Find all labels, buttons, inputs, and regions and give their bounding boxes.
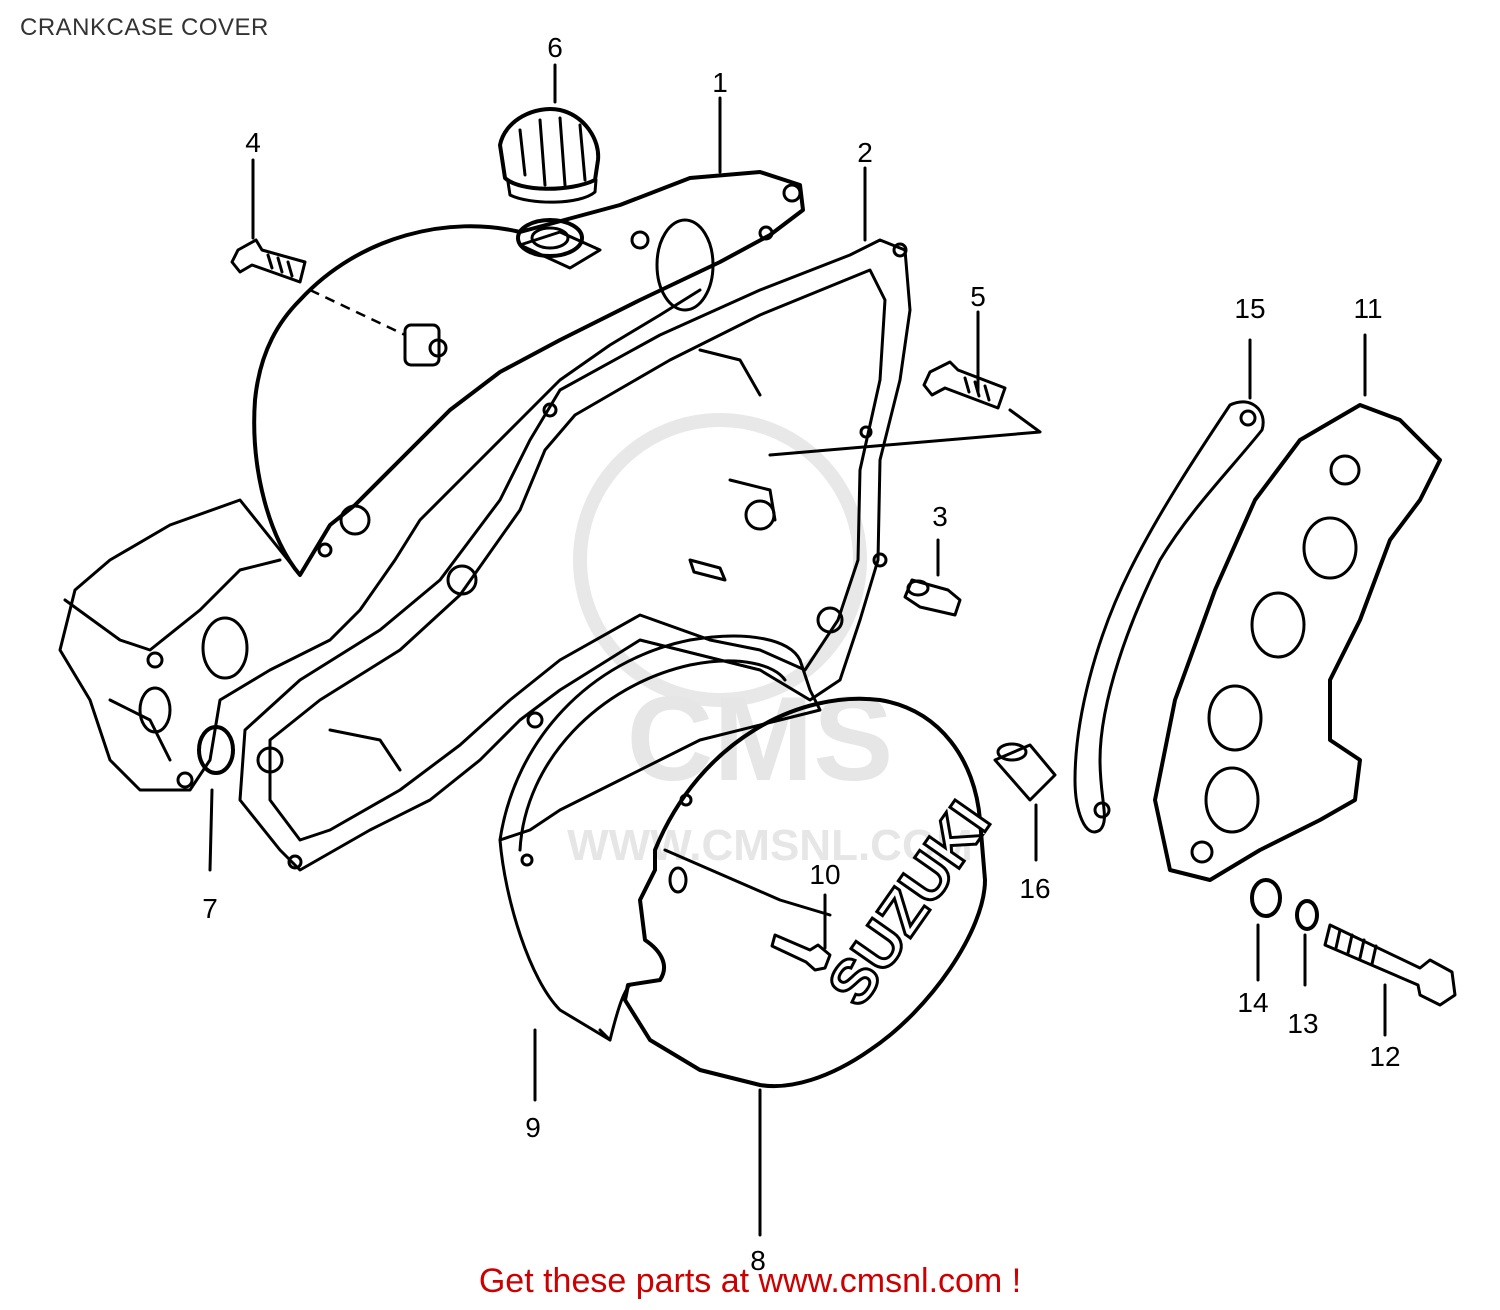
callout-6[interactable]: 6 [547, 32, 563, 63]
watermark: CMS WWW.CMSNL.COM [567, 413, 973, 870]
callout-labels: 1 2 3 4 5 6 7 8 9 10 11 12 13 14 15 16 [202, 32, 1400, 1276]
part-6-oil-cap[interactable] [498, 63, 601, 258]
part-10-screw[interactable] [770, 893, 832, 972]
callout-9[interactable]: 9 [525, 1112, 541, 1143]
callout-14[interactable]: 14 [1237, 987, 1268, 1018]
part-12-bolt[interactable] [1323, 923, 1457, 1037]
page-title: CRANKCASE COVER [20, 14, 269, 41]
callout-11[interactable]: 11 [1353, 293, 1382, 324]
part-14-washer[interactable] [1250, 878, 1282, 982]
callout-15[interactable]: 15 [1234, 293, 1265, 324]
callout-16[interactable]: 16 [1019, 873, 1050, 904]
shop-link[interactable]: Get these parts at www.cmsnl.com ! [478, 1262, 1022, 1300]
callout-13[interactable]: 13 [1287, 1008, 1318, 1039]
watermark-url: WWW.CMSNL.COM [567, 821, 973, 870]
part-11-side-cover[interactable] [1153, 333, 1442, 882]
part-7-o-ring[interactable] [197, 725, 235, 872]
part-5-bolt[interactable] [768, 310, 1042, 457]
callout-3[interactable]: 3 [932, 501, 948, 532]
part-13-spring-washer[interactable] [1295, 899, 1319, 987]
part-16-dowel[interactable] [993, 742, 1057, 862]
callout-10[interactable]: 10 [809, 859, 840, 890]
part-1-crankcase-cover[interactable] [58, 170, 805, 792]
callout-7[interactable]: 7 [202, 893, 218, 924]
callout-5[interactable]: 5 [970, 281, 986, 312]
callout-12[interactable]: 12 [1369, 1041, 1400, 1072]
callout-4[interactable]: 4 [245, 127, 261, 158]
part-4-bolt[interactable] [230, 158, 406, 337]
callout-1[interactable]: 1 [712, 67, 728, 98]
part-15-gasket[interactable] [1073, 338, 1265, 834]
part-9-gasket[interactable] [498, 634, 822, 1102]
callout-8[interactable]: 8 [750, 1245, 766, 1276]
callout-2[interactable]: 2 [857, 137, 873, 168]
part-3-dowel[interactable] [688, 538, 962, 617]
part-2-gasket[interactable] [238, 238, 912, 872]
watermark-main: CMS [627, 672, 894, 806]
